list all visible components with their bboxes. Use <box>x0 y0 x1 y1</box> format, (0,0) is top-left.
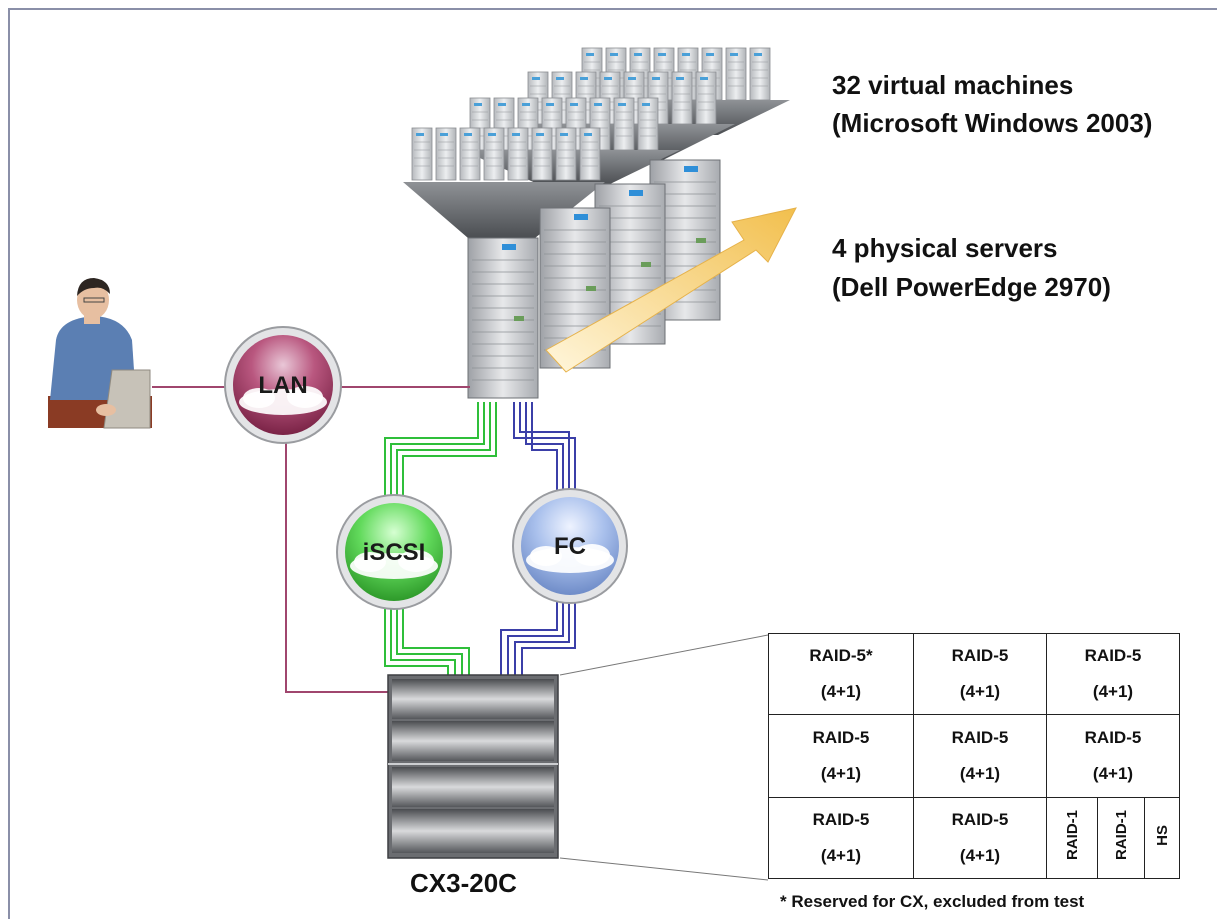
vm-os-label: (Microsoft Windows 2003) <box>832 108 1153 138</box>
raid-cell: RAID-5 (4+1) <box>913 797 1047 879</box>
raid-cell: RAID-5 (4+1) <box>913 633 1047 715</box>
server-count-label: 4 physical servers <box>832 233 1058 263</box>
iscsi-cloud-label: iSCSI <box>362 539 426 566</box>
raid-layout-table: RAID-5* (4+1) RAID-5 (4+1) RAID-5 (4+1) … <box>768 633 1180 879</box>
fc-cloud-label: FC <box>554 533 586 560</box>
raid-cell: RAID-5 (4+1) <box>1046 633 1180 715</box>
hot-spare-cell: HS <box>1144 797 1180 879</box>
raid-cell: RAID-5 (4+1) <box>1046 714 1180 798</box>
server-model-label: (Dell PowerEdge 2970) <box>832 272 1111 302</box>
fc-links <box>500 402 576 675</box>
arrow-icon <box>545 207 797 373</box>
lan-cloud-icon <box>224 326 342 444</box>
raid-cell: RAID-5 (4+1) <box>768 797 914 879</box>
vm-cluster-icon <box>403 47 790 238</box>
zoom-lines <box>559 634 769 881</box>
table-row: RAID-5 (4+1) RAID-5 (4+1) RAID-5 (4+1) <box>768 714 1180 798</box>
lan-cloud-label: LAN <box>258 372 308 399</box>
raid-small-cell: RAID-1 <box>1097 797 1145 879</box>
raid-cell: RAID-5 (4+1) <box>768 714 914 798</box>
vm-count-label: 32 virtual machines <box>832 70 1074 100</box>
user-at-laptop-icon <box>48 278 152 429</box>
raid-cell: RAID-5* (4+1) <box>768 633 914 715</box>
table-row: RAID-5* (4+1) RAID-5 (4+1) RAID-5 (4+1) <box>768 633 1180 715</box>
raid-footnote: * Reserved for CX, excluded from test <box>780 892 1085 911</box>
table-row: RAID-5 (4+1) RAID-5 (4+1) RAID-1 RAID-1 … <box>768 797 1180 879</box>
storage-array-icon <box>387 674 559 859</box>
diagram-frame <box>8 8 1217 919</box>
storage-name-label: CX3-20C <box>410 868 517 898</box>
raid-small-cell: RAID-1 <box>1046 797 1098 879</box>
iscsi-links <box>384 402 497 675</box>
iscsi-cloud-icon <box>336 494 452 610</box>
raid-cell: RAID-5 (4+1) <box>913 714 1047 798</box>
fc-cloud-icon <box>512 488 628 604</box>
lan-links <box>150 386 470 693</box>
